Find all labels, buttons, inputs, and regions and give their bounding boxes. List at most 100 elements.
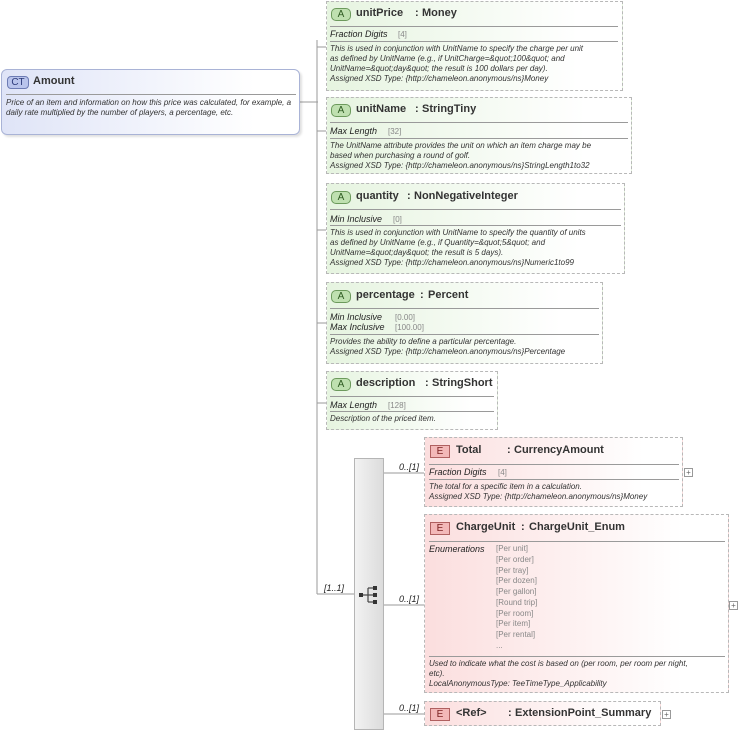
element-badge: E: [430, 522, 450, 535]
enumeration-value: [Per dozen]: [496, 576, 537, 586]
description-line: UnitName=&quot;day&quot; the result is 5…: [330, 248, 504, 257]
description-line: Assigned XSD Type: {http://chameleon.ano…: [429, 492, 648, 501]
attribute-name: quantity: [356, 190, 399, 202]
element-description: Used to indicate what the cost is based …: [429, 659, 729, 689]
description-line: This is used in conjunction with UnitNam…: [330, 44, 584, 53]
divider: [429, 656, 725, 657]
attribute-description-item[interactable]: A description : StringShort Max Length […: [326, 371, 498, 430]
enumeration-value: [Per room]: [496, 608, 534, 618]
facet-label: Max Length: [330, 126, 378, 136]
attribute-type: Money: [422, 7, 457, 19]
attribute-badge: A: [331, 290, 351, 303]
element-cardinality: 0..[1]: [399, 594, 420, 604]
enumeration-value: [Round trip]: [496, 597, 538, 607]
description-line: UnitName=&quot;day&quot; the result is 1…: [330, 64, 548, 73]
divider: [330, 308, 599, 309]
description-line: as defined by UnitName (e.g., if Quantit…: [330, 238, 546, 247]
facet-label: Fraction Digits: [429, 467, 487, 477]
divider: [330, 122, 628, 123]
enumeration-value: [Per order]: [496, 554, 534, 564]
enumeration-more: ...: [496, 640, 503, 650]
element-name: ChargeUnit: [456, 521, 516, 533]
facet-value: [4]: [498, 468, 507, 477]
divider: [429, 479, 679, 480]
element-cardinality: 0..[1]: [399, 703, 420, 713]
enumeration-value: [Per tray]: [496, 565, 529, 575]
enumeration-value: [Per rental]: [496, 630, 536, 639]
complex-type-description: Price of an item and information on how …: [6, 98, 292, 117]
attribute-separator: :: [425, 377, 429, 389]
enumeration-value: [Per item]: [496, 619, 531, 629]
facet-label: Min Inclusive: [330, 312, 383, 322]
description-line: LocalAnonymousType: TeeTimeType_Applicab…: [429, 679, 607, 688]
element-cardinality: 0..[1]: [399, 462, 420, 472]
expand-icon[interactable]: +: [662, 710, 671, 719]
attribute-type: StringTiny: [422, 103, 477, 115]
enumeration-value: [Per gallon]: [496, 587, 537, 596]
attribute-description: This is used in conjunction with UnitNam…: [330, 44, 622, 84]
divider: [330, 396, 494, 397]
element-badge: E: [430, 708, 450, 721]
sequence-cardinality: [1..1]: [324, 583, 345, 593]
divider: [330, 411, 494, 412]
facet-label: Enumerations: [429, 544, 485, 554]
complex-type-amount[interactable]: CT Amount Price of an item and informati…: [1, 69, 300, 135]
sequence-icon: [359, 586, 377, 604]
attribute-description: Provides the ability to define a particu…: [330, 337, 603, 357]
facet-label: Max Length: [330, 400, 378, 410]
expand-icon[interactable]: +: [729, 601, 738, 610]
sequence-compositor[interactable]: [354, 458, 384, 730]
description-line: based when purchasing a round of golf.: [330, 151, 471, 160]
attribute-badge: A: [331, 378, 351, 391]
description-line: etc).: [429, 669, 445, 678]
attribute-separator: :: [415, 103, 419, 115]
divider: [330, 209, 621, 210]
attribute-percentage[interactable]: A percentage : Percent Min Inclusive [0.…: [326, 282, 603, 364]
element-type: ChargeUnit_Enum: [529, 521, 625, 533]
element-name: Total: [456, 444, 482, 456]
facet-value: [0]: [393, 215, 402, 224]
element-total[interactable]: E Total : CurrencyAmount Fraction Digits…: [424, 437, 683, 507]
element-extensionpoint-ref[interactable]: E <Ref> : ExtensionPoint_Summary: [424, 701, 661, 726]
element-badge: E: [430, 445, 450, 458]
facet-label: Fraction Digits: [330, 29, 388, 39]
attribute-quantity[interactable]: A quantity : NonNegativeInteger Min Incl…: [326, 183, 625, 274]
facet-label: Max Inclusive: [330, 322, 385, 332]
enumeration-list: [Per unit] [Per order] [Per tray] [Per d…: [496, 544, 537, 652]
attribute-badge: A: [331, 8, 351, 21]
element-separator: :: [507, 444, 511, 456]
expand-icon[interactable]: +: [684, 468, 693, 477]
complex-type-name: Amount: [33, 75, 75, 87]
description-line: Assigned XSD Type: {http://chameleon.ano…: [330, 161, 590, 170]
attribute-unitname[interactable]: A unitName : StringTiny Max Length [32] …: [326, 97, 632, 174]
element-type: ExtensionPoint_Summary: [515, 707, 652, 719]
attribute-name: percentage: [356, 289, 415, 301]
description-line: The UnitName attribute provides the unit…: [330, 141, 592, 150]
element-separator: :: [521, 521, 525, 533]
divider: [330, 26, 618, 27]
description-line: This is used in conjunction with UnitNam…: [330, 228, 586, 237]
element-separator: :: [508, 707, 512, 719]
attribute-unitprice[interactable]: A unitPrice : Money Fraction Digits [4] …: [326, 1, 623, 91]
element-type: CurrencyAmount: [514, 444, 604, 456]
description-line: Description of the priced item.: [330, 414, 436, 423]
attribute-separator: :: [415, 7, 419, 19]
attribute-separator: :: [407, 190, 411, 202]
attribute-description: This is used in conjunction with UnitNam…: [330, 228, 625, 268]
element-description: The total for a specific item in a calcu…: [429, 482, 683, 502]
divider: [330, 138, 628, 139]
facet-value: [100.00]: [395, 323, 424, 332]
attribute-badge: A: [331, 104, 351, 117]
facet-value: [128]: [388, 401, 406, 410]
attribute-description: Description of the priced item.: [330, 414, 496, 424]
complex-type-badge: CT: [7, 76, 29, 89]
element-chargeunit[interactable]: E ChargeUnit : ChargeUnit_Enum Enumerati…: [424, 514, 729, 693]
divider: [429, 541, 725, 542]
description-line: as defined by UnitName (e.g., if UnitCha…: [330, 54, 565, 63]
facet-value: [4]: [398, 30, 407, 39]
divider: [6, 94, 296, 95]
attribute-name: unitName: [356, 103, 407, 115]
attribute-badge: A: [331, 191, 351, 204]
attribute-name: unitPrice: [356, 7, 404, 19]
